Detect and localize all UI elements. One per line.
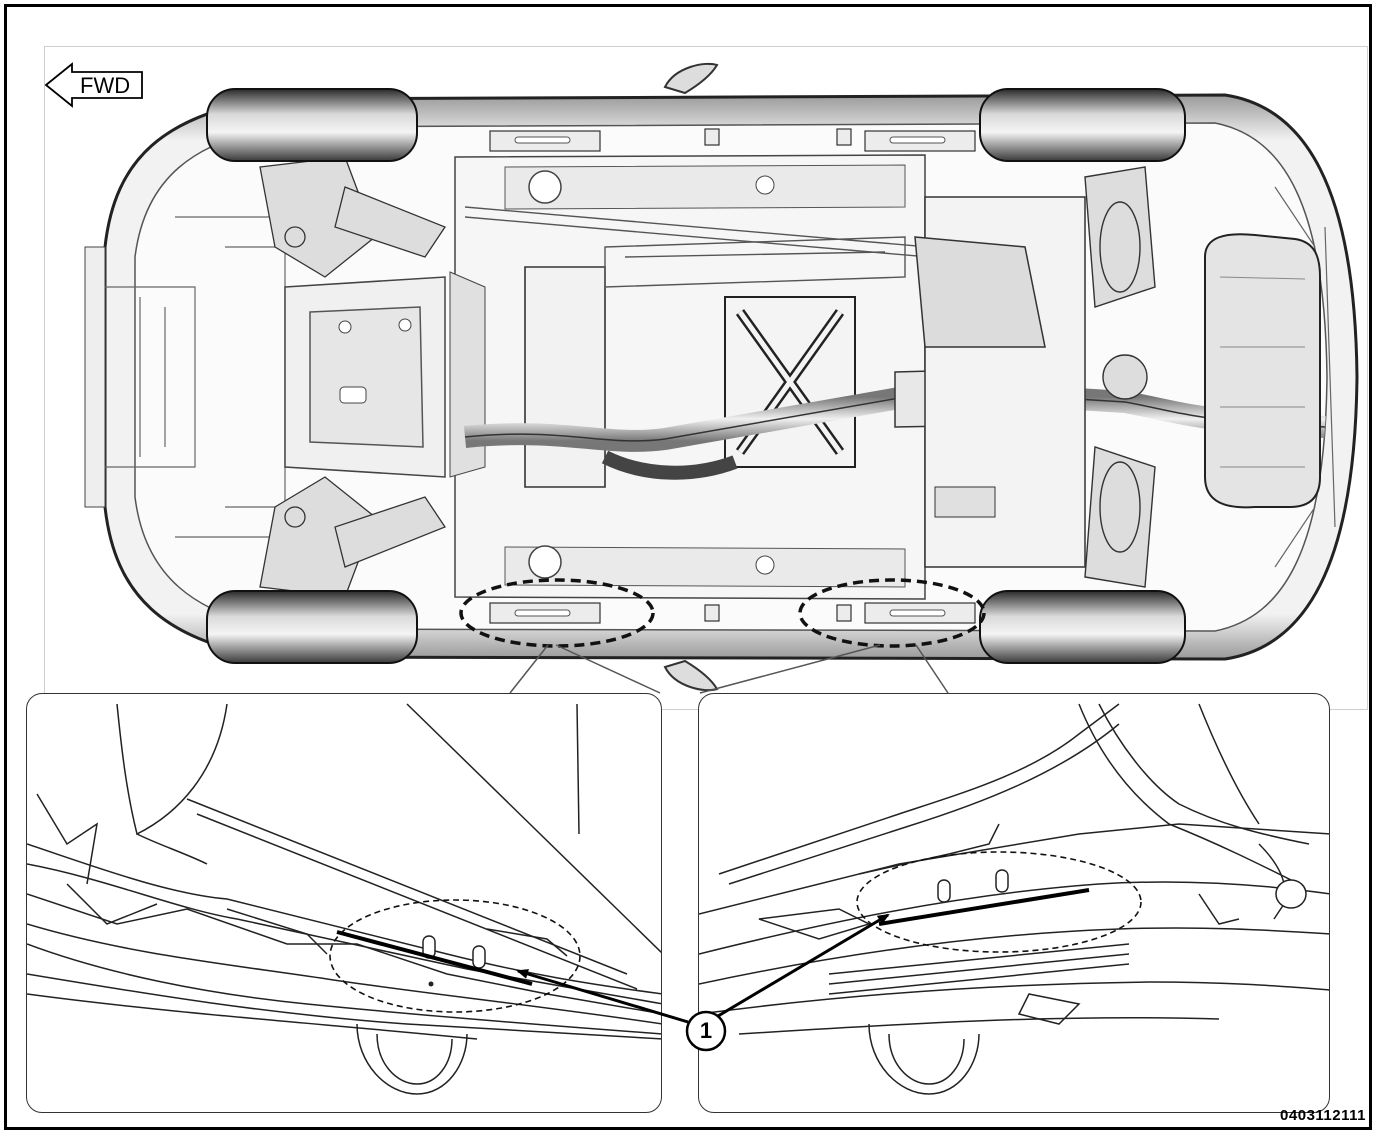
- forward-arrow-icon: [44, 62, 143, 108]
- right-jack-point-detail-drawing: [699, 703, 1329, 1095]
- vehicle-underbody-drawing: [84, 62, 1359, 692]
- figure-id-label: 0403112111: [1280, 1107, 1366, 1124]
- right-detail-inset: [698, 693, 1330, 1113]
- forward-direction-label: FWD: [80, 73, 131, 98]
- callout-number-label: 1: [699, 1018, 713, 1043]
- vehicle-underbody-view: [44, 46, 1368, 710]
- left-jack-point-detail-drawing: [27, 703, 661, 1095]
- left-detail-inset: [26, 693, 662, 1113]
